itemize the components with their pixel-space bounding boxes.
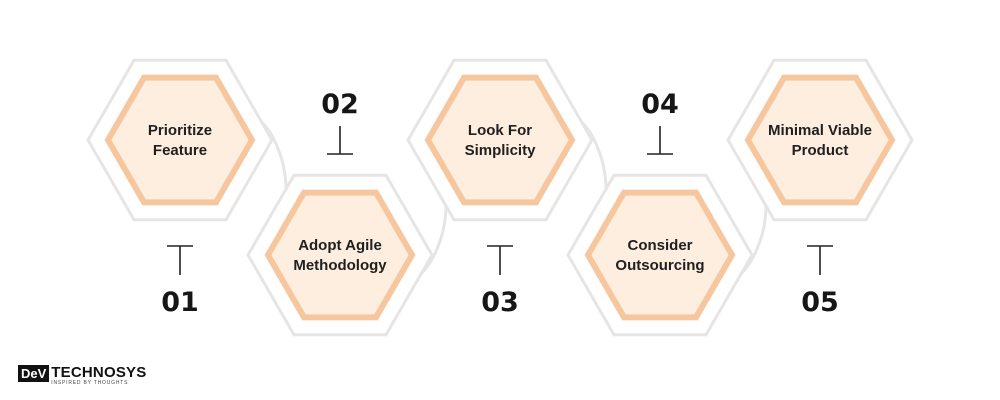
hexagon-inner: [584, 189, 736, 321]
step-label-line: Adopt Agile: [298, 237, 382, 254]
step-number: 05: [801, 287, 839, 318]
step-label-line: Outsourcing: [615, 257, 704, 274]
step-number: 02: [321, 89, 359, 120]
logo-tagline: INSPIRED BY THOUGHTS: [51, 380, 129, 386]
hexagon-inner: [744, 74, 896, 206]
step-label-line: Minimal Viable: [768, 122, 872, 139]
step-label-line: Product: [792, 142, 849, 159]
step-number: 01: [161, 287, 199, 318]
step-number-group: 05: [801, 245, 839, 318]
step-number: 03: [481, 287, 519, 318]
step-label-line: Methodology: [293, 257, 387, 274]
logo-main-text: TECHNOSYS: [51, 364, 147, 381]
company-logo: DeV TECHNOSYS INSPIRED BY THOUGHTS: [18, 365, 146, 386]
hexagon-inner: [104, 74, 256, 206]
step-label-line: Feature: [153, 142, 207, 159]
step-number-group: 03: [481, 245, 519, 318]
step-label-line: Prioritize: [148, 122, 212, 139]
logo-wordmark: TECHNOSYS INSPIRED BY THOUGHTS: [51, 365, 146, 386]
step-label-line: Simplicity: [465, 142, 537, 159]
hexagon-inner: [424, 74, 576, 206]
step-label-line: Look For: [468, 122, 532, 139]
step-number: 04: [641, 89, 679, 120]
step-label-line: Consider: [627, 237, 692, 254]
logo-mark: DeV: [18, 365, 50, 382]
step-number-group: 01: [161, 245, 199, 318]
step-number-group: 04: [641, 89, 679, 155]
step-number-group: 02: [321, 89, 359, 155]
hexagon-inner: [264, 189, 416, 321]
